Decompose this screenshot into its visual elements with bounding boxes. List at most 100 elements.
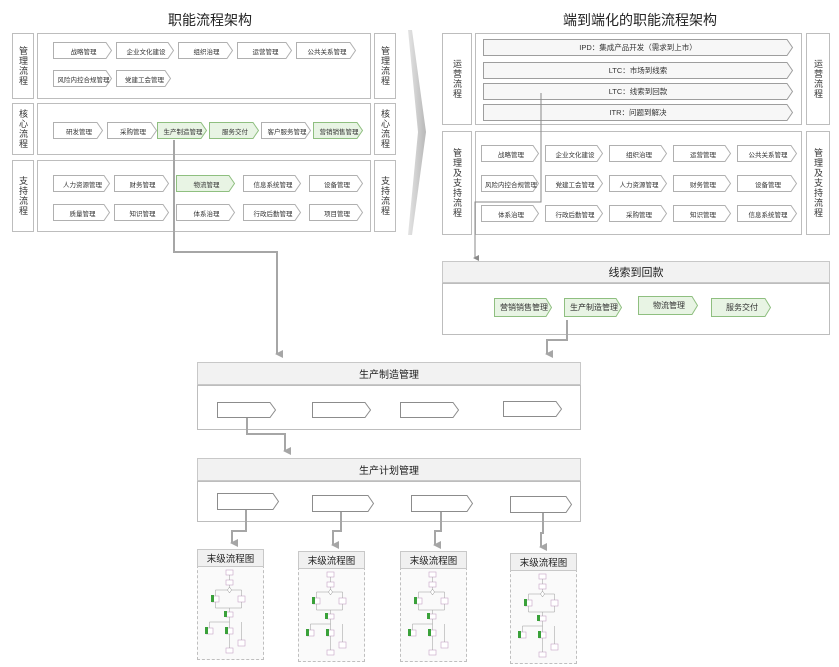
chevron-shape (309, 175, 364, 192)
left-support-side-right: 支持流程 (374, 160, 396, 232)
chevron-shape (53, 70, 113, 87)
chevron-knowledge[interactable]: 知识管理 (114, 204, 170, 221)
r-chevron-party-union[interactable]: 党建工会管理 (545, 175, 604, 192)
l2c-chevron-sales-marketing[interactable]: 营销销售管理 (494, 298, 553, 317)
chevron-shape (157, 122, 208, 139)
r-chevron-procurement[interactable]: 采购管理 (609, 205, 668, 222)
r-chevron-public-relations[interactable]: 公共关系管理 (737, 145, 798, 162)
r-chevron-system-governance[interactable]: 体系治理 (481, 205, 540, 222)
r-chevron-info-systems[interactable]: 信息系统管理 (737, 205, 798, 222)
chevron-governance[interactable]: 组织治理 (178, 42, 234, 59)
l2c-chevron-manufacturing[interactable]: 生产制造管理 (564, 298, 623, 317)
right-mgmt-side-left: 管理及支持流程 (442, 131, 472, 235)
chevron-shape (545, 205, 604, 222)
chevron-shape (53, 122, 104, 139)
chevron-procurement[interactable]: 采购管理 (107, 122, 158, 139)
chevron-customer-service[interactable]: 客户服务管理 (261, 122, 312, 139)
chevron-shape (209, 122, 260, 139)
left-support-side-left: 支持流程 (12, 160, 34, 232)
chevron-project[interactable]: 项目管理 (309, 204, 364, 221)
r-chevron-knowledge[interactable]: 知识管理 (673, 205, 732, 222)
chevron-shape (114, 175, 170, 192)
chevron-hr[interactable]: 人力资源管理 (53, 175, 111, 192)
chevron-finance[interactable]: 财务管理 (114, 175, 170, 192)
chevron-admin-logistics[interactable]: 行政后勤管理 (243, 204, 302, 221)
leaf-card-4-title: 末级流程图 (510, 553, 577, 571)
r-chevron-governance[interactable]: 组织治理 (609, 145, 668, 162)
chevron-shape (673, 145, 732, 162)
chevron-shape (503, 401, 563, 417)
chevron-shape (564, 298, 623, 317)
chevron-operations[interactable]: 运营管理 (237, 42, 293, 59)
chevron-service-delivery[interactable]: 服务交付 (209, 122, 260, 139)
mfg-step-4[interactable] (503, 401, 563, 417)
chevron-logistics[interactable]: 物流管理 (176, 175, 236, 192)
bar-ltc-market-to-lead[interactable]: LTC：市场到线索 (483, 62, 794, 79)
bar-ltc-lead-to-cash[interactable]: LTC：线索到回款 (483, 83, 794, 100)
right-title: 端到端化的职能流程架构 (563, 12, 717, 28)
right-ops-side-right: 运营流程 (806, 33, 830, 125)
mini-flowchart-icon (408, 571, 449, 656)
chevron-shape (673, 205, 732, 222)
chevron-shape (411, 495, 474, 512)
chevron-shape (114, 204, 170, 221)
bar-itr[interactable]: ITR：问题到解决 (483, 104, 794, 121)
leaf-card-1[interactable] (197, 565, 264, 660)
chevron-shape (107, 122, 158, 139)
bar-ipd[interactable]: IPD：集成产品开发（需求到上市） (483, 39, 794, 56)
plan-step-3[interactable] (411, 495, 474, 512)
chevron-shape (609, 205, 668, 222)
leaf-card-4[interactable] (510, 569, 577, 664)
transition-arrow-icon (408, 30, 426, 235)
plan-step-1[interactable] (217, 493, 280, 510)
chevron-shape (53, 175, 111, 192)
chevron-shape (609, 145, 668, 162)
l2c-chevron-service-delivery[interactable]: 服务交付 (711, 298, 772, 317)
r-chevron-culture[interactable]: 企业文化建设 (545, 145, 604, 162)
chevron-strategy[interactable]: 战略管理 (53, 42, 113, 59)
chevron-system-governance[interactable]: 体系治理 (176, 204, 236, 221)
mfg-step-1[interactable] (217, 402, 277, 418)
mfg-step-3[interactable] (400, 402, 460, 418)
mfg-step-2[interactable] (312, 402, 372, 418)
leaf-card-1-title: 末级流程图 (197, 549, 264, 567)
chevron-manufacturing[interactable]: 生产制造管理 (157, 122, 208, 139)
chevron-shape (116, 42, 175, 59)
chevron-party-union[interactable]: 党建工会管理 (116, 70, 172, 87)
chevron-public-relations[interactable]: 公共关系管理 (296, 42, 357, 59)
right-mgmt-side-right: 管理及支持流程 (806, 131, 830, 235)
r-chevron-risk[interactable]: 风险内控合规管理 (481, 175, 540, 192)
r-chevron-admin[interactable]: 行政后勤管理 (545, 205, 604, 222)
chevron-rnd[interactable]: 研发管理 (53, 122, 104, 139)
plan-step-4[interactable] (510, 496, 573, 513)
r-chevron-strategy[interactable]: 战略管理 (481, 145, 540, 162)
chevron-shape (309, 204, 364, 221)
chevron-shape (261, 122, 312, 139)
leaf-card-3[interactable] (400, 567, 467, 662)
l2c-chevron-logistics[interactable]: 物流管理 (638, 296, 699, 315)
chevron-shape (638, 296, 699, 315)
plan-header: 生产计划管理 (197, 458, 581, 481)
chevron-shape (737, 205, 798, 222)
r-chevron-hr[interactable]: 人力资源管理 (609, 175, 668, 192)
leaf-card-3-title: 末级流程图 (400, 551, 467, 569)
r-chevron-finance[interactable]: 财务管理 (673, 175, 732, 192)
leaf-card-2[interactable] (298, 567, 365, 662)
chevron-equipment[interactable]: 设备管理 (309, 175, 364, 192)
r-chevron-operations[interactable]: 运营管理 (673, 145, 732, 162)
chevron-sales-marketing[interactable]: 营销销售管理 (313, 122, 364, 139)
plan-step-2[interactable] (312, 495, 375, 512)
r-chevron-equipment[interactable]: 设备管理 (737, 175, 798, 192)
chevron-shape (237, 42, 293, 59)
chevron-shape (178, 42, 234, 59)
chevron-shape (711, 298, 772, 317)
mini-flowchart-icon (306, 571, 347, 656)
chevron-quality[interactable]: 质量管理 (53, 204, 111, 221)
chevron-shape (510, 496, 573, 513)
chevron-culture[interactable]: 企业文化建设 (116, 42, 175, 59)
mini-flowchart-icon (205, 569, 246, 654)
left-support-panel (37, 160, 371, 232)
chevron-risk-compliance[interactable]: 风险内控合规管理 (53, 70, 113, 87)
chevron-information-systems[interactable]: 信息系统管理 (243, 175, 302, 192)
leaf-card-2-title: 末级流程图 (298, 551, 365, 569)
